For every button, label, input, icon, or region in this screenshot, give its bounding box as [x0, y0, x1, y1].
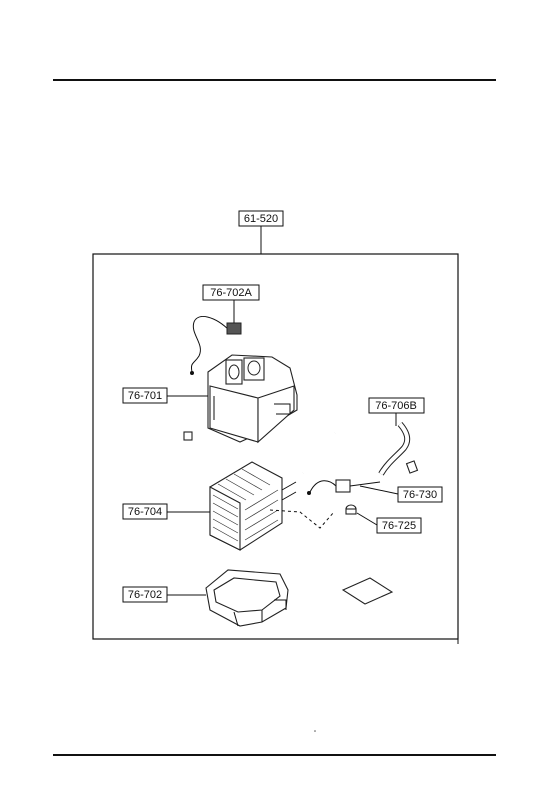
top-rule — [53, 79, 496, 81]
lower-case-part — [205, 569, 289, 627]
speck — [314, 730, 316, 732]
label-evaporator[interactable]: 76-704 — [122, 503, 168, 520]
drain-hose-left — [302, 432, 336, 474]
label-evaporator-text: 76-704 — [128, 506, 162, 518]
label-plug-text: 76-725 — [382, 520, 416, 532]
label-assembly[interactable]: 61-520 — [238, 210, 284, 227]
label-hose[interactable]: 76-706B — [368, 397, 425, 414]
label-upper-case-text: 76-701 — [128, 390, 162, 402]
label-lower-case-text: 76-702 — [128, 589, 162, 601]
label-wiring-text: 76-702A — [210, 287, 252, 299]
label-valve[interactable]: 76-730 — [397, 486, 443, 503]
bottom-rule — [53, 754, 496, 756]
label-upper-case[interactable]: 76-701 — [122, 387, 168, 404]
label-hose-text: 76-706B — [375, 400, 417, 412]
hose-part — [378, 422, 419, 476]
evaporator-core-part — [209, 461, 335, 551]
label-plug[interactable]: 76-725 — [376, 517, 422, 534]
upper-case-part — [207, 354, 298, 444]
gasket-pad-part — [341, 577, 394, 605]
expansion-valve-part — [307, 479, 381, 495]
label-lower-case[interactable]: 76-702 — [122, 586, 168, 603]
label-valve-text: 76-730 — [403, 489, 437, 501]
assembly-frame — [92, 253, 459, 640]
plug-part — [345, 504, 357, 515]
wiring-harness — [190, 316, 242, 375]
clip-part — [183, 431, 193, 441]
label-wiring[interactable]: 76-702A — [202, 284, 260, 301]
label-assembly-text: 61-520 — [244, 213, 278, 225]
